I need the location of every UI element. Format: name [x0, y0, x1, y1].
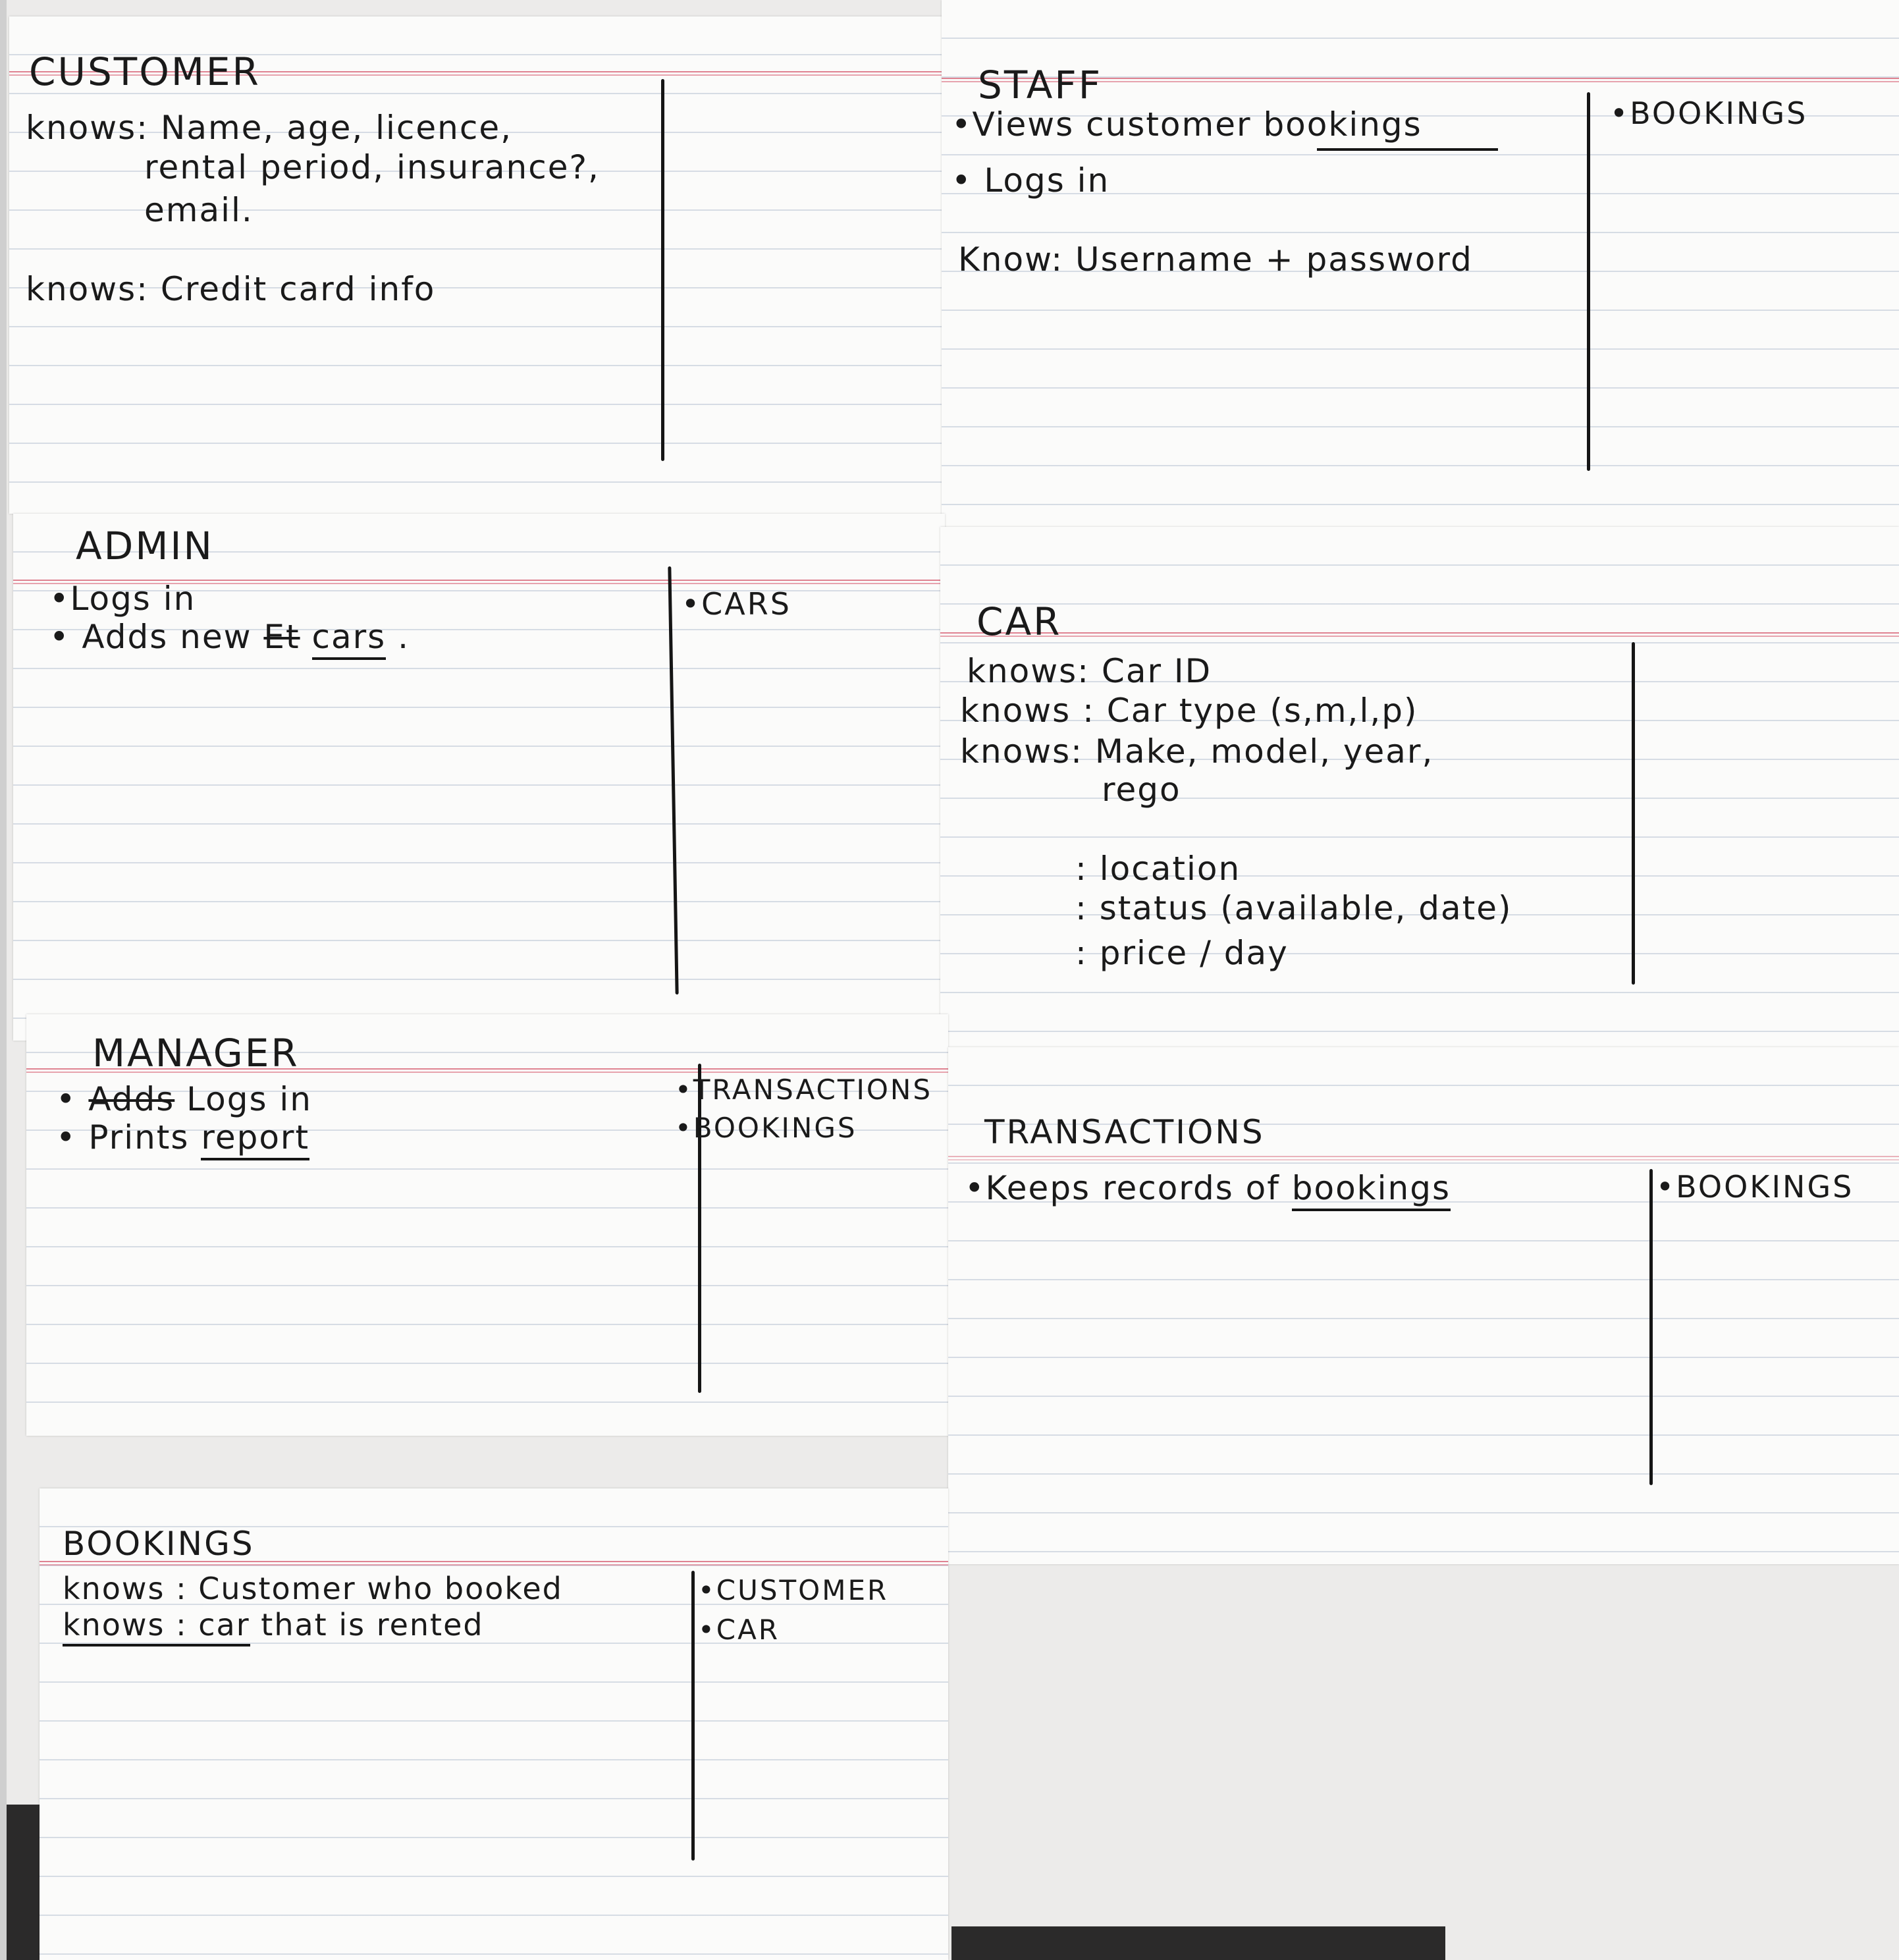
collaborator: •BOOKINGS: [675, 1112, 857, 1144]
responsibility: •Views customer bookings: [951, 105, 1422, 144]
responsibility: : price / day: [1075, 934, 1289, 972]
collaborator: •BOOKINGS: [1610, 95, 1808, 131]
responsibility-text: Keeps records of: [985, 1169, 1280, 1207]
collaborator: •CAR: [698, 1614, 780, 1646]
card-title: ADMIN: [76, 524, 214, 568]
responsibility: • Prints report: [56, 1118, 310, 1160]
collaborator-text: BOOKINGS: [1630, 95, 1808, 131]
responsibility-underlined: knows : car: [63, 1607, 250, 1647]
card-title: TRANSACTIONS: [984, 1113, 1265, 1151]
card-divider: [1632, 642, 1635, 985]
card-header-rule: [940, 632, 1899, 637]
collaborator-text: BOOKINGS: [1676, 1169, 1854, 1205]
responsibility: knows : Car type (s,m,l,p): [960, 692, 1418, 730]
responsibility: knows: Make, model, year,: [960, 732, 1434, 771]
responsibility: knows : Customer who booked: [63, 1571, 563, 1606]
card-car: CAR knows: Car ID knows : Car type (s,m,…: [940, 527, 1899, 1047]
struck-text: Et: [263, 618, 300, 656]
card-divider: [661, 79, 664, 461]
responsibility-underlined: bookings: [1291, 1169, 1451, 1211]
card-header-rule: [942, 78, 1899, 82]
responsibility: knows : car that is rented: [63, 1607, 484, 1647]
responsibility: •Logs in: [49, 580, 196, 618]
responsibility-underlined: report: [201, 1118, 310, 1160]
collaborator: •CUSTOMER: [698, 1574, 889, 1606]
collaborator-text: CARS: [701, 586, 791, 622]
card-bookings: BOOKINGS knows : Customer who booked kno…: [40, 1488, 948, 1960]
responsibility: • Adds Logs in: [56, 1080, 312, 1118]
responsibility: knows: Name, age, licence,: [26, 109, 513, 147]
card-manager: MANAGER • Adds Logs in • Prints report •…: [26, 1014, 948, 1436]
underline: [1317, 132, 1498, 151]
table-surface-left-edge: [0, 0, 7, 1960]
responsibility-text: Logs in: [70, 580, 196, 618]
card-title: MANAGER: [92, 1031, 300, 1075]
card-header-rule: [40, 1561, 948, 1565]
collaborator-text: BOOKINGS: [693, 1112, 857, 1144]
responsibility: Know: Username + password: [958, 240, 1473, 279]
card-divider: [698, 1064, 701, 1393]
collaborator: •BOOKINGS: [1656, 1169, 1854, 1205]
responsibility: rental period, insurance?,: [144, 148, 600, 186]
responsibility: • Adds new Et cars .: [49, 618, 410, 660]
collaborator: •CARS: [682, 586, 791, 622]
card-divider: [668, 566, 679, 994]
card-transactions: TRANSACTIONS •Keeps records of bookings …: [948, 1047, 1899, 1564]
card-title: CUSTOMER: [29, 49, 261, 94]
collaborator-text: CUSTOMER: [716, 1574, 889, 1606]
card-title: STAFF: [978, 63, 1103, 107]
card-admin: ADMIN •Logs in • Adds new Et cars . •CAR…: [13, 514, 945, 1041]
collaborator-text: TRANSACTIONS: [693, 1074, 933, 1106]
collaborator-text: CAR: [716, 1614, 780, 1646]
card-header-rule: [13, 580, 945, 584]
collaborator: •TRANSACTIONS: [675, 1074, 933, 1106]
responsibility: knows: Credit card info: [26, 270, 436, 308]
responsibility: •Keeps records of bookings: [965, 1169, 1451, 1211]
card-staff: STAFF •Views customer bookings • Logs in…: [942, 0, 1899, 527]
responsibility-text: Adds new: [82, 618, 252, 656]
card-customer: CUSTOMER knows: Name, age, licence, rent…: [9, 16, 944, 514]
card-header-rule: [26, 1068, 948, 1073]
card-title: CAR: [976, 599, 1062, 644]
responsibility-text: that is rented: [261, 1607, 484, 1643]
responsibility: : location: [1075, 850, 1241, 888]
card-divider: [1587, 92, 1590, 471]
struck-text: Adds: [88, 1080, 175, 1118]
responsibility: email.: [144, 191, 254, 229]
responsibility-text: Views customer bookings: [972, 105, 1422, 144]
responsibility-underlined: cars: [311, 618, 387, 660]
card-divider: [691, 1571, 695, 1861]
responsibility-text: Logs in: [984, 161, 1110, 200]
responsibility: • Logs in: [951, 161, 1110, 200]
responsibility-period: .: [398, 618, 410, 656]
responsibility: knows: Car ID: [967, 652, 1212, 690]
table-surface-bottom-right: [951, 1926, 1445, 1960]
responsibility: : status (available, date): [1075, 889, 1512, 927]
responsibility-text: Logs in: [186, 1080, 312, 1118]
card-title: BOOKINGS: [63, 1525, 255, 1563]
responsibility: rego: [1102, 771, 1181, 809]
responsibility-text: Prints: [88, 1118, 190, 1157]
card-divider: [1649, 1169, 1653, 1485]
card-header-rule: [9, 71, 944, 76]
card-header-rule: [948, 1156, 1899, 1160]
